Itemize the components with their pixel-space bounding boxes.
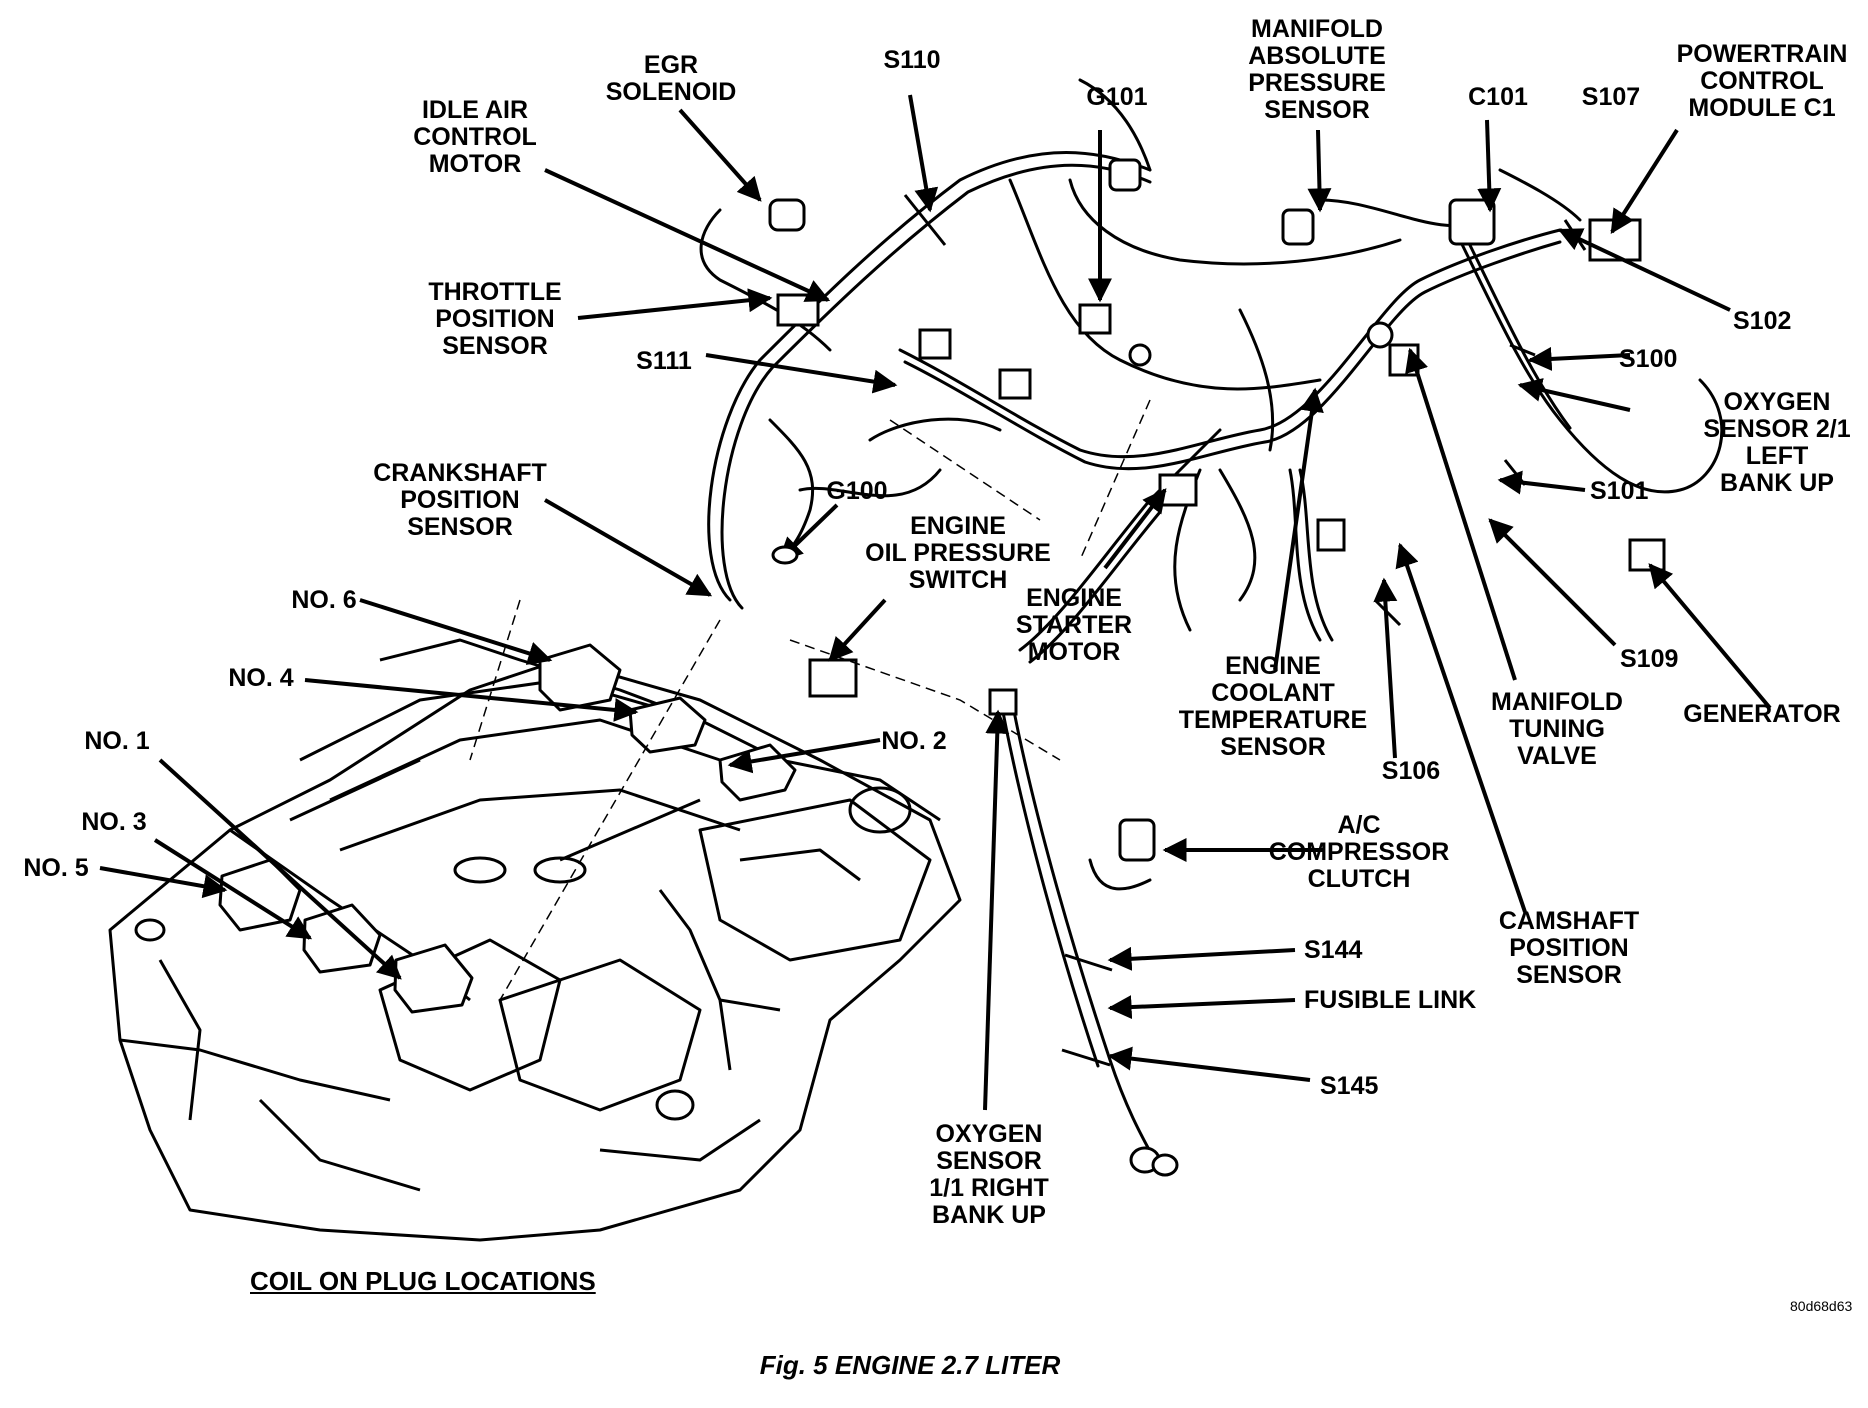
- figure-caption: Fig. 5 ENGINE 2.7 LITER: [759, 1350, 1061, 1380]
- coil-no6-label: NO. 6: [291, 586, 357, 614]
- wiring-harness: [699, 78, 1724, 1172]
- coil-no3-label: NO. 3: [81, 808, 147, 836]
- s100-label: S100: [1619, 345, 1678, 373]
- s110-label: S110: [883, 46, 941, 74]
- guide-lines: [469, 399, 1151, 1001]
- g100-label: G100: [826, 477, 888, 505]
- c101-label: C101: [1468, 83, 1528, 111]
- coil-no2-label: NO. 2: [881, 727, 947, 755]
- s111-label: S111: [636, 347, 692, 375]
- callout-arrows: [99, 94, 1772, 1111]
- g101-label: G101: [1086, 83, 1148, 111]
- coil-on-plug-title: COIL ON PLUG LOCATIONS: [250, 1266, 596, 1296]
- connectors: [768, 158, 1666, 1174]
- s144-label: S144: [1304, 936, 1363, 964]
- figure-code: 80d68d63: [1790, 1298, 1853, 1314]
- coil-no1-label: NO. 1: [84, 727, 150, 755]
- s101-label: S101: [1590, 477, 1649, 505]
- engine-block-illustration: [108, 638, 962, 1242]
- coil-no5-label: NO. 5: [23, 854, 89, 882]
- s107-label: S107: [1581, 83, 1641, 111]
- coil-no4-label: NO. 4: [228, 664, 294, 692]
- fusible-link-label: FUSIBLE LINK: [1304, 986, 1477, 1014]
- s109-label: S109: [1620, 645, 1679, 673]
- s102-label: S102: [1733, 307, 1792, 335]
- s145-label: S145: [1320, 1072, 1379, 1100]
- s106-label: S106: [1381, 757, 1441, 785]
- splice-marks: [903, 194, 1587, 1067]
- generator-label: GENERATOR: [1683, 700, 1841, 728]
- ring-terminals: [771, 545, 1179, 1177]
